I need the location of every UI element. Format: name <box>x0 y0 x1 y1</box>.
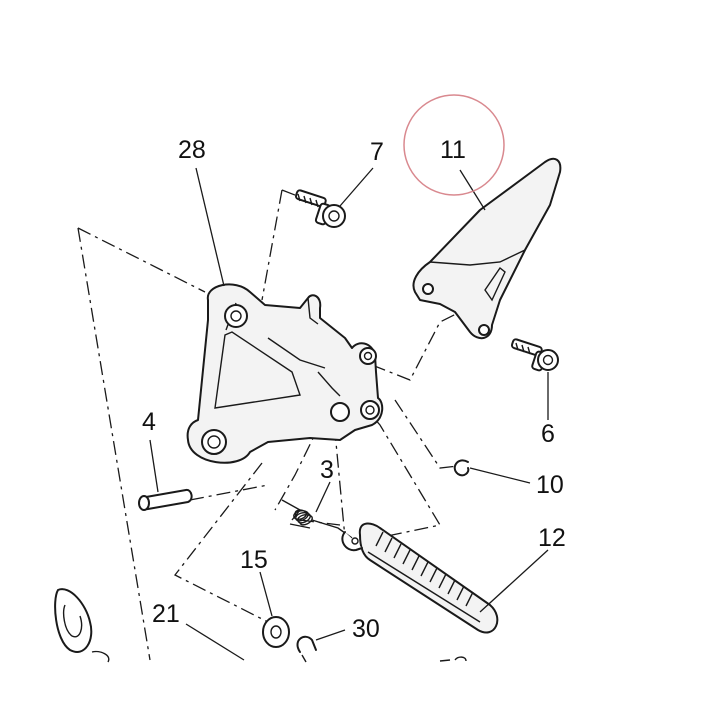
footrest-bracket <box>186 283 384 464</box>
callout-30: 30 <box>352 615 380 643</box>
bolt-6 <box>510 338 559 372</box>
callout-6: 6 <box>541 420 555 448</box>
callout-12: 12 <box>538 524 566 552</box>
callout-3: 3 <box>320 456 334 484</box>
callout-15: 15 <box>240 546 268 574</box>
cut-off-label-fragment <box>439 656 467 662</box>
callout-21: 21 <box>152 600 180 628</box>
callout-28: 28 <box>178 136 206 164</box>
callout-highlight-circle <box>403 94 505 196</box>
callout-7: 7 <box>370 138 384 166</box>
callout-11: 11 <box>440 136 466 164</box>
callout-10: 10 <box>536 471 564 499</box>
bolt-7 <box>294 189 346 228</box>
footpeg-12 <box>341 522 499 634</box>
callout-labels: 28 7 11 4 3 6 10 12 15 21 30 <box>142 136 566 643</box>
clip-30 <box>296 635 317 663</box>
heel-guard-plate <box>412 157 562 340</box>
pivot-pin-4 <box>138 488 193 511</box>
washer-15 <box>262 616 290 648</box>
return-spring-3 <box>281 499 353 539</box>
circlip-10 <box>453 459 470 477</box>
leader-lines <box>149 167 549 661</box>
callout-4: 4 <box>142 408 156 436</box>
frame-part-fragment <box>54 588 110 663</box>
